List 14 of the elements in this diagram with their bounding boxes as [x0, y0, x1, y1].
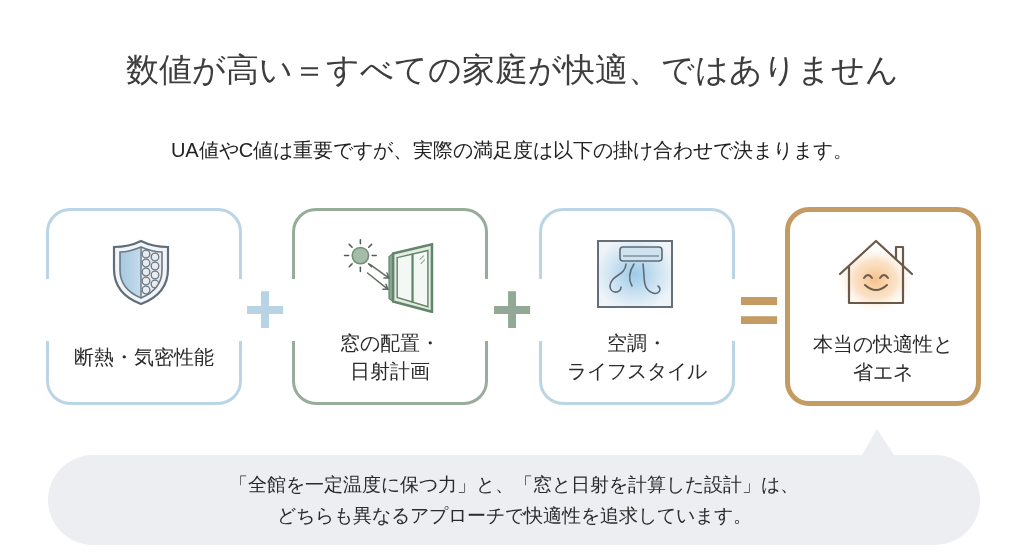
subtitle: UA値やC値は重要ですが、実際の満足度は以下の掛け合わせで決まります。 — [170, 138, 854, 163]
equals-sign: = — [738, 283, 780, 335]
bubble-text: 「全館を一定温度に保つ力」と、「窓と日射を計算した設計」は、どちらも異なるアプローチで快適性を追求しています。 — [228, 473, 800, 528]
card-label: 窓の配置・日射計画 — [340, 331, 440, 384]
plus-sign: + — [491, 283, 533, 335]
result-card — [785, 207, 981, 406]
card-label: 本当の快適性と省エネ — [813, 332, 953, 385]
factor-card — [292, 208, 488, 405]
factor-card — [539, 208, 735, 405]
plus-sign: + — [244, 283, 286, 335]
card-label: 断熱・気密性能 — [74, 345, 214, 370]
card-label: 空調・ライフスタイル — [567, 331, 707, 384]
title: 数値が高い＝すべての家庭が快適、ではありません — [125, 50, 899, 90]
factor-card — [46, 208, 242, 405]
